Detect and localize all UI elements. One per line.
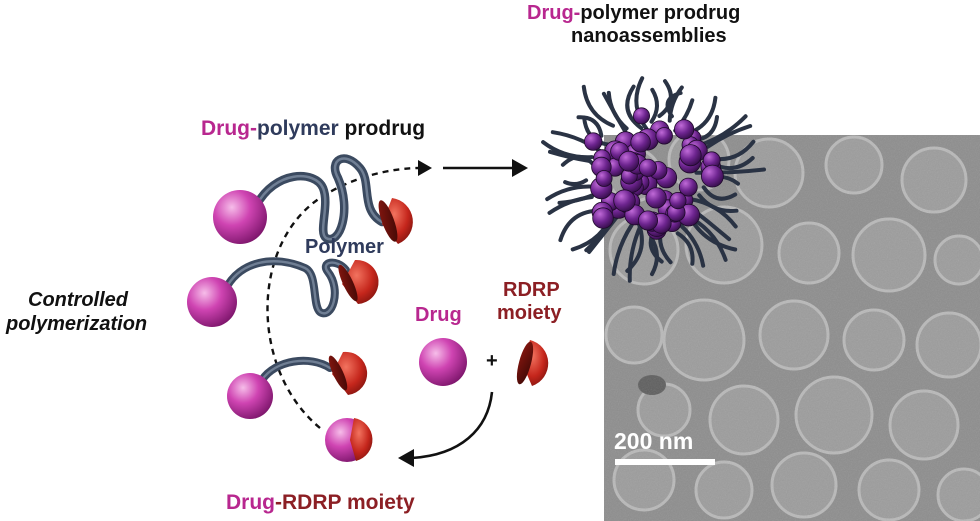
- nano-polymer-chain: [667, 85, 684, 123]
- nanoassembly-cluster: [541, 76, 766, 283]
- nano-drug-sphere: [595, 170, 613, 187]
- rdrp-label-line1: RDRP: [503, 279, 560, 301]
- nano-polymer-chain: [611, 223, 634, 276]
- rdrp-cap: [328, 351, 368, 395]
- nano-polymer-chain: [687, 197, 738, 229]
- drug-sphere: [213, 190, 267, 244]
- drug-sphere: [227, 373, 273, 419]
- prodrug-molecule-short: [227, 351, 368, 419]
- nano-drug-sphere: [700, 164, 724, 188]
- nano-drug-sphere: [613, 189, 636, 212]
- nano-drug-sphere: [638, 210, 659, 231]
- nano-polymer-chain: [665, 91, 683, 119]
- nano-polymer-chain: [649, 235, 659, 277]
- nano-polymer-chain: [541, 140, 594, 160]
- free-drug-sphere: [419, 338, 467, 386]
- assembly-arrowhead: [512, 159, 528, 177]
- combine-arrowhead: [398, 449, 414, 467]
- rdrp-cap: [378, 198, 413, 244]
- polymerization-dashed-path: [266, 166, 421, 429]
- free-rdrp-moiety: [516, 340, 549, 386]
- nano-polymer-chain: [563, 178, 589, 187]
- nano-drug-sphere: [592, 207, 614, 229]
- drug-sphere: [187, 277, 237, 327]
- nano-polymer-chain: [701, 185, 738, 201]
- controlled-label-line1: Controlled: [28, 289, 128, 311]
- nano-drug-sphere: [645, 187, 667, 209]
- drug-rdrp-conjugate: [325, 418, 373, 462]
- nano-drug-sphere: [655, 127, 673, 145]
- nano-drug-sphere: [679, 144, 702, 167]
- assembly-title-line1: Drug-polymer prodrug: [527, 2, 741, 24]
- scale-bar: [615, 459, 715, 465]
- nano-polymer-chain: [625, 221, 644, 273]
- scale-bar-label: 200 nm: [614, 428, 694, 454]
- nano-drug-sphere: [618, 150, 640, 172]
- nano-polymer-chain: [675, 231, 695, 266]
- nano-drug-sphere: [678, 177, 698, 197]
- rdrp-label-line2: moiety: [497, 302, 562, 324]
- prodrug-molecule-long: [213, 154, 413, 244]
- combine-arrow: [411, 391, 494, 460]
- polymer-label: Polymer: [305, 236, 384, 258]
- nano-drug-sphere: [669, 192, 687, 210]
- nano-drug-sphere: [633, 107, 651, 125]
- prodrug-molecule-medium: [187, 257, 379, 327]
- nano-polymer-chain: [649, 87, 659, 124]
- nano-polymer-chain: [625, 84, 644, 131]
- assembly-title-line2: nanoassemblies: [571, 25, 727, 47]
- nano-drug-sphere: [630, 131, 651, 153]
- nano-polymer-chain: [705, 124, 753, 149]
- nano-polymer-chain: [581, 84, 615, 128]
- nano-drug-sphere: [674, 119, 695, 140]
- plus-sign: +: [486, 350, 498, 372]
- drug-label: Drug: [415, 304, 462, 326]
- rdrp-cap: [350, 418, 373, 461]
- nano-polymer-chain: [606, 90, 629, 131]
- dashed-arrowhead: [418, 160, 432, 176]
- nano-polymer-chain: [627, 225, 642, 283]
- prodrug-title: Drug-polymer prodrug: [201, 117, 426, 140]
- nano-drug-sphere: [583, 132, 603, 151]
- nano-polymer-chain: [634, 76, 649, 131]
- nano-polymer-chain: [576, 115, 604, 138]
- controlled-label-line2: polymerization: [6, 313, 148, 335]
- nano-polymer-chain: [676, 221, 706, 268]
- rdrp-cap: [338, 259, 379, 304]
- drug-rdrp-label: Drug-RDRP moiety: [226, 491, 415, 514]
- nano-drug-sphere: [638, 158, 658, 177]
